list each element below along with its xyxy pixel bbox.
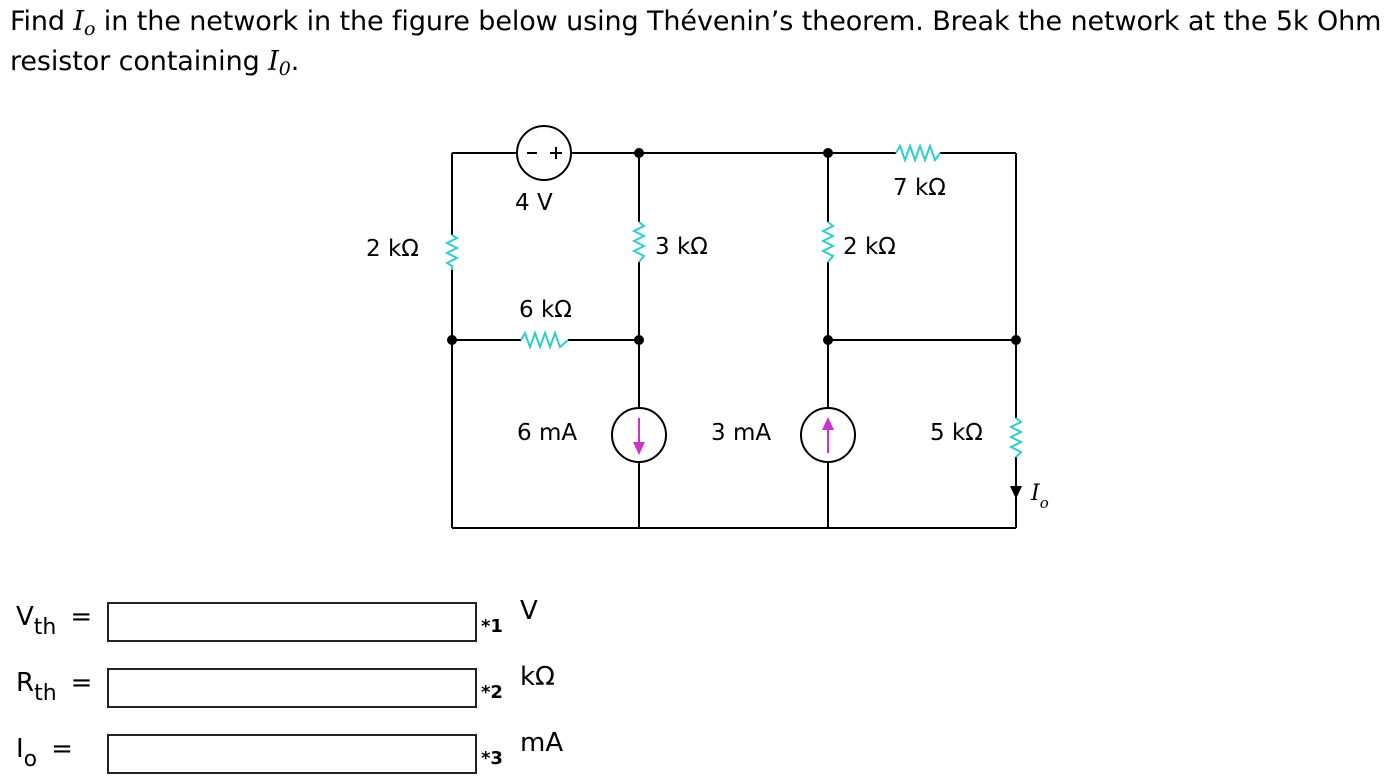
resistor-5k-icon [1008, 417, 1024, 458]
vth-label: Vth = [16, 602, 93, 639]
vth-marker: *1 [481, 616, 503, 637]
rth-equals: = [70, 668, 93, 698]
junction-dot [823, 148, 833, 158]
rth-sub: th [34, 681, 57, 706]
rth-unit: kΩ [520, 662, 555, 692]
vth-input[interactable] [107, 602, 477, 642]
rth-input[interactable] [107, 668, 477, 708]
label-4v: 4 V [515, 190, 553, 216]
label-io-sub: o [1040, 494, 1049, 512]
label-io: Io [1030, 481, 1049, 512]
resistor-2k-left-icon [444, 234, 460, 270]
junction-dot [634, 148, 644, 158]
label-7k: 7 kΩ [893, 175, 946, 201]
io-var: I [16, 734, 24, 764]
label-2k-left: 2 kΩ [366, 236, 419, 262]
junction-dot [634, 335, 644, 345]
junction-dot [447, 335, 457, 345]
io-label: Io = [16, 734, 73, 771]
io-sub: o [23, 747, 38, 772]
junctions [447, 148, 1021, 345]
rth-label: Rth = [16, 668, 93, 705]
question-part2: in the network in the figure below using… [10, 6, 1382, 77]
label-io-main: I [1030, 481, 1041, 506]
label-3k: 3 kΩ [655, 234, 708, 260]
io-input[interactable] [107, 734, 477, 774]
label-6ma: 6 mA [517, 420, 577, 446]
voltage-source-icon [516, 125, 572, 181]
io-symbol: Io [73, 6, 96, 40]
resistors [444, 143, 1024, 458]
junction-dot [1011, 335, 1021, 345]
io-symbol-sub: o [83, 18, 96, 40]
resistor-7k-icon [895, 143, 941, 163]
label-2k-mid: 2 kΩ [843, 234, 896, 260]
question-part3: . [290, 46, 300, 77]
label-5k: 5 kΩ [930, 420, 983, 446]
io-symbol-2-main: I [268, 46, 279, 77]
question-text: Find Io in the network in the figure bel… [10, 2, 1390, 82]
resistor-3k-icon [631, 221, 647, 263]
vth-unit: V [520, 596, 538, 626]
current-source-3ma-icon [800, 407, 856, 463]
io-symbol-2: I0 [268, 46, 291, 80]
question-part1: Find [10, 6, 74, 37]
resistor-6k-icon [520, 330, 569, 350]
junction-dot [823, 335, 833, 345]
io-marker: *3 [481, 748, 503, 769]
label-6k: 6 kΩ [519, 297, 572, 323]
io-symbol-main: I [73, 6, 84, 37]
vth-equals: = [70, 602, 93, 632]
io-equals: = [51, 734, 73, 764]
io-arrow-icon [1010, 486, 1022, 499]
rth-var: R [16, 668, 35, 698]
rth-marker: *2 [481, 682, 503, 703]
resistor-2k-mid-icon [820, 221, 836, 263]
vth-sub: th [33, 615, 57, 640]
label-3ma: 3 mA [711, 420, 771, 446]
io-unit: mA [520, 728, 564, 758]
vth-var: V [16, 602, 34, 632]
io-symbol-2-sub: 0 [278, 58, 291, 80]
current-source-6ma-icon [611, 407, 667, 463]
circuit-diagram: 4 V 7 kΩ 2 kΩ 3 kΩ 2 kΩ 6 kΩ 6 mA 3 mA 5… [366, 125, 1049, 529]
